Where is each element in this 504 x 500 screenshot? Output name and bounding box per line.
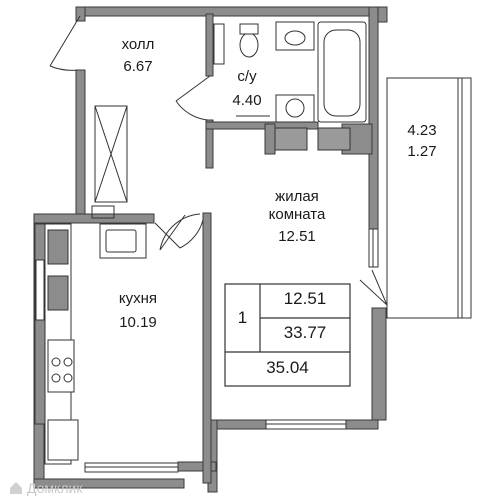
room-label-balcony: 4.23 1.27 xyxy=(400,122,444,161)
bathroom-name: с/у xyxy=(237,68,257,85)
stove xyxy=(47,339,75,393)
summary-total-with-balcony: 35.04 xyxy=(266,358,309,377)
bath-door xyxy=(175,75,211,121)
balcony-door xyxy=(359,269,388,306)
summary-table xyxy=(224,283,351,387)
summary-total-area: 33.77 xyxy=(283,323,327,342)
balcony-area-reduced: 1.27 xyxy=(407,143,437,160)
hall-name: холл xyxy=(121,36,155,53)
wall-kitchen-bottom xyxy=(33,478,185,489)
bathroom-area: 4.40 xyxy=(232,92,262,109)
wardrobe xyxy=(94,105,128,203)
summary-rooms-count: 1 xyxy=(237,308,248,327)
balcony-area: 4.23 xyxy=(407,122,437,139)
kitchen-sink xyxy=(105,229,137,253)
wall-top xyxy=(79,6,379,17)
wall-partition xyxy=(202,212,212,484)
kitchen-name: кухня xyxy=(118,290,158,307)
living-area: 12.51 xyxy=(278,228,316,245)
room-label-kitchen: кухня 10.19 xyxy=(108,290,168,332)
balcony-outline xyxy=(386,77,472,319)
kitchen-area: 10.19 xyxy=(119,314,157,331)
living-name-line2: комната xyxy=(268,206,326,223)
watermark-text: Домклик xyxy=(27,480,83,496)
living-door xyxy=(159,213,201,251)
wall-right-upper xyxy=(368,6,379,230)
entrance-door xyxy=(49,15,81,71)
room-label-bathroom: с/у 4.40 xyxy=(222,68,272,110)
house-logo-icon xyxy=(10,482,22,494)
summary-living-area: 12.51 xyxy=(283,289,327,308)
wall-right-lower xyxy=(371,307,387,421)
room-label-living: жилая комната 12.51 xyxy=(252,188,342,246)
fridge xyxy=(47,419,79,461)
wall-bath-left xyxy=(205,13,214,77)
toilet xyxy=(239,32,259,58)
living-name-line1: жилая xyxy=(275,188,319,205)
kitchen-door xyxy=(154,219,204,249)
hall-area: 6.67 xyxy=(123,58,153,75)
wall-bath-bottom xyxy=(205,121,319,130)
watermark: Домклик xyxy=(8,480,82,496)
wall-hall-left xyxy=(75,69,86,217)
room-label-hall: холл 6.67 xyxy=(112,36,164,76)
